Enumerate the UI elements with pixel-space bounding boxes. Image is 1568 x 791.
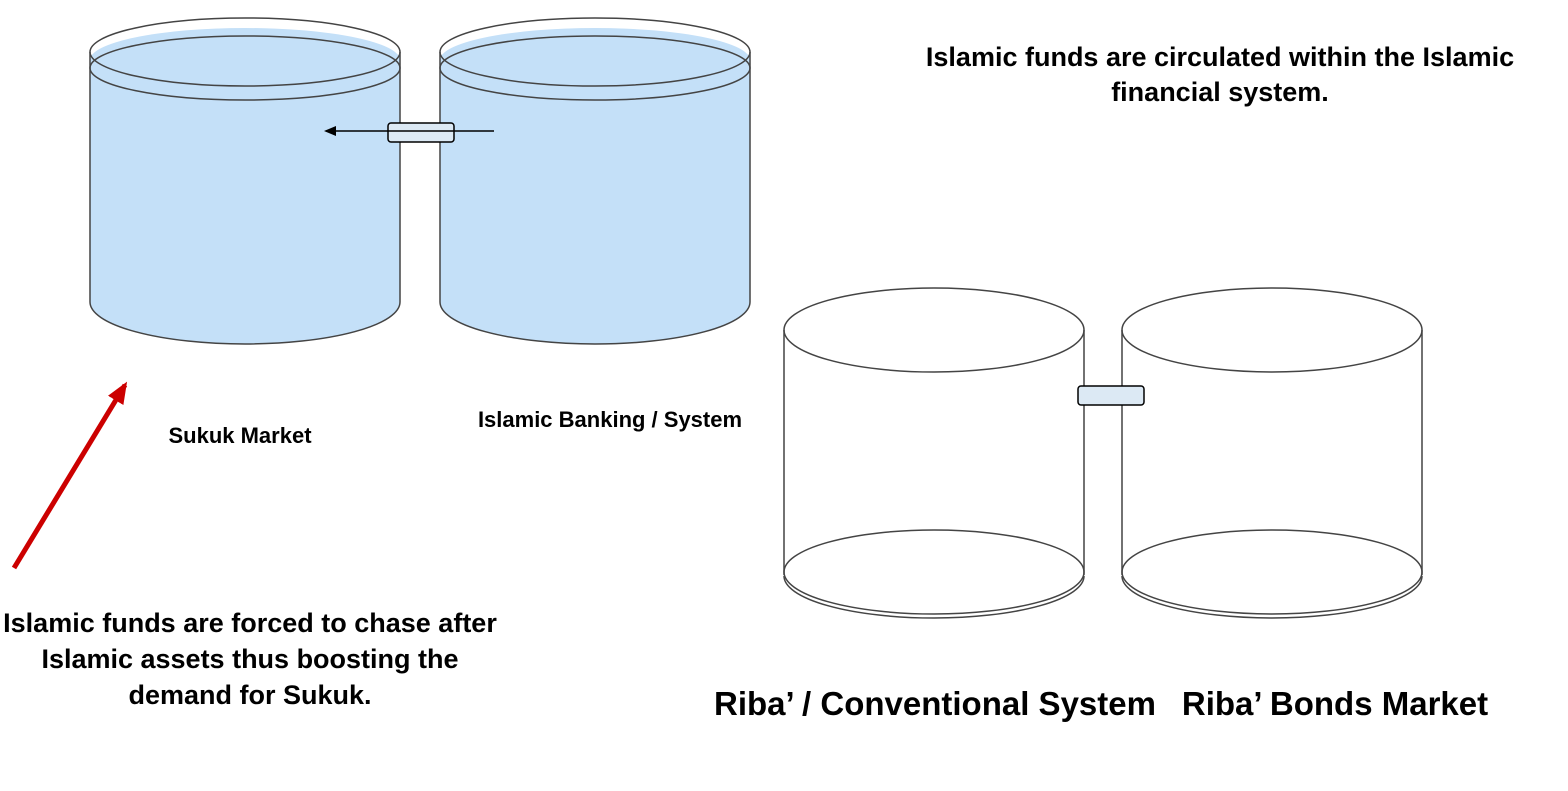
riba-bonds-base	[1121, 529, 1423, 615]
islamic-banking-label: Islamic Banking / System	[477, 407, 743, 432]
riba-conventional-tank	[783, 287, 1085, 619]
sukuk-market-label: Sukuk Market	[168, 423, 312, 448]
sukuk-market-water-surface	[89, 35, 401, 101]
islamic-banking-tank	[439, 17, 751, 345]
sukuk-market-tank	[89, 17, 401, 345]
islamic-banking-water-surface	[439, 35, 751, 101]
demand-arrow	[11, 381, 128, 570]
islamic-connector-pipe	[387, 122, 455, 143]
riba-conventional-base	[783, 529, 1085, 615]
islamic-banking-water	[440, 28, 750, 344]
conventional-connector-pipe	[1077, 385, 1145, 406]
riba-bonds-base-shadow	[1121, 575, 1423, 619]
riba-conventional-base-shadow	[783, 575, 1085, 619]
sukuk-market-water	[90, 28, 400, 344]
riba-bonds-tank	[1121, 287, 1423, 619]
sukuk-market-bottom	[89, 301, 401, 345]
riba-conventional-rim	[783, 287, 1085, 373]
forced-demand-note: Islamic funds are forced to chase after …	[3, 608, 497, 711]
islamic-banking-bottom	[439, 301, 751, 345]
riba-conventional-label: Riba’ / Conventional System	[714, 685, 1156, 722]
riba-bonds-label: Riba’ Bonds Market	[1181, 685, 1489, 722]
islamic-circulation-note: Islamic funds are circulated within the …	[925, 42, 1515, 107]
riba-bonds-rim	[1121, 287, 1423, 373]
